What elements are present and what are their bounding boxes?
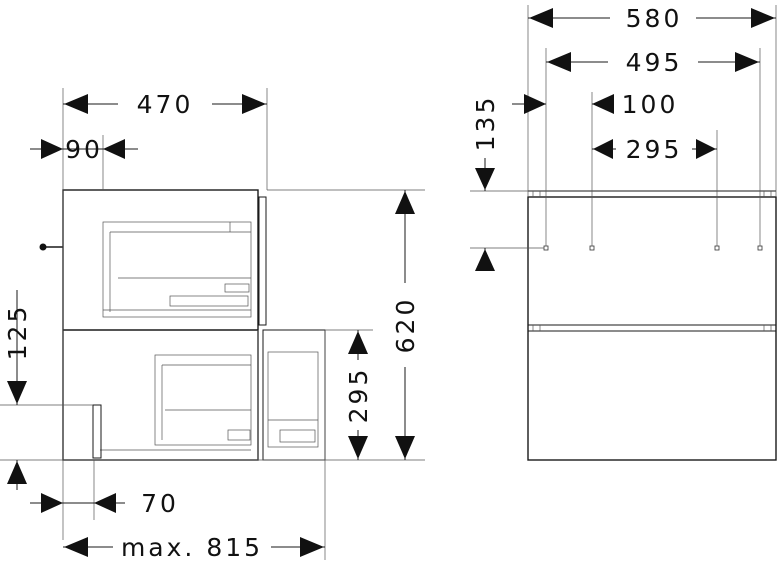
dim-470: 470 xyxy=(63,88,267,120)
knee-panel xyxy=(92,404,102,459)
dim-295-vertical-label: 295 xyxy=(344,367,373,424)
dim-295-vertical: 295 xyxy=(343,330,373,460)
dim-495-label: 495 xyxy=(626,48,683,77)
dim-495: 495 xyxy=(546,46,760,78)
dim-70-label: 70 xyxy=(141,489,179,518)
side-view: 470 90 620 295 xyxy=(0,88,425,562)
mounting-hole-4 xyxy=(757,245,763,251)
front-view: 580 495 100 295 xyxy=(470,2,777,461)
cabinet-body-front xyxy=(527,196,777,461)
cabinet-body-side xyxy=(62,189,259,461)
upper-drawer-frame xyxy=(102,221,252,318)
mounting-hole-1 xyxy=(543,245,549,251)
dim-max-815: max. 815 xyxy=(63,532,325,562)
mounting-hole-2 xyxy=(589,245,595,251)
dim-125: 125 xyxy=(3,290,32,490)
dim-470-label: 470 xyxy=(137,90,194,119)
lower-drawer-frame xyxy=(100,354,252,451)
dim-580-label: 580 xyxy=(626,4,683,33)
dim-90-label: 90 xyxy=(65,135,103,164)
dim-135-label: 135 xyxy=(471,95,500,152)
dim-90: 90 xyxy=(30,135,138,164)
dim-100: 100 xyxy=(512,90,679,119)
handle-knob xyxy=(39,243,47,251)
side-panel xyxy=(258,196,267,326)
dim-70: 70 xyxy=(30,489,179,518)
dim-100-label: 100 xyxy=(622,90,679,119)
dim-620: 620 xyxy=(390,190,420,460)
dim-295-horizontal: 295 xyxy=(592,133,717,165)
dim-580: 580 xyxy=(528,2,776,34)
dim-620-label: 620 xyxy=(391,297,420,354)
dim-295-horizontal-label: 295 xyxy=(626,135,683,164)
mounting-hole-3 xyxy=(714,245,720,251)
dim-max-815-label: max. 815 xyxy=(121,533,263,562)
extended-drawer xyxy=(257,329,326,461)
dim-125-label: 125 xyxy=(3,304,32,361)
dim-135: 135 xyxy=(470,88,500,271)
